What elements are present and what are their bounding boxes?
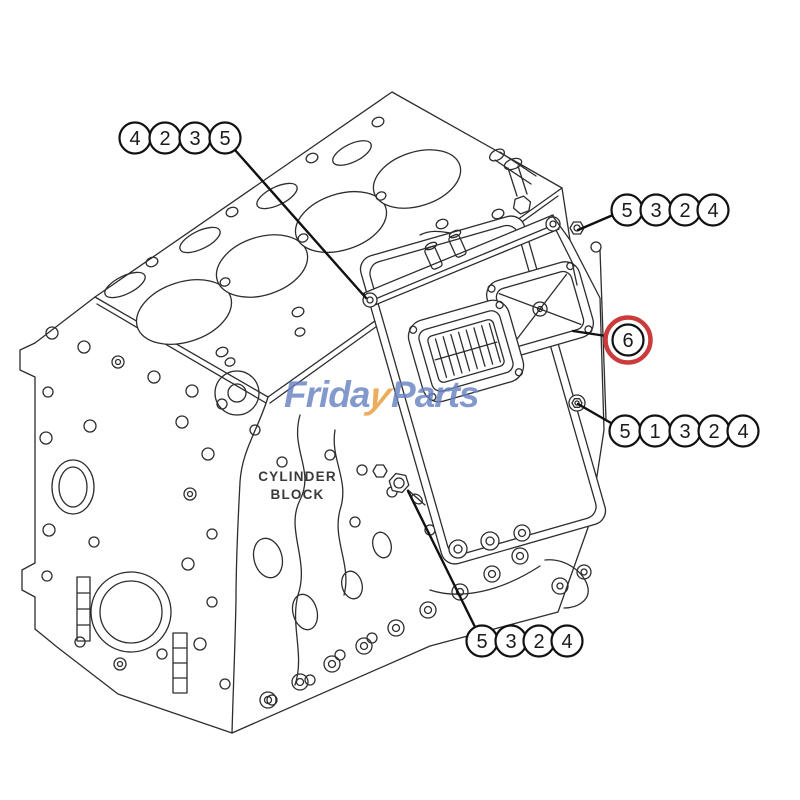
svg-text:5: 5 bbox=[219, 128, 230, 150]
callout-mid-right-4: 2 bbox=[697, 414, 731, 448]
callouts: 4 2 3 5 5 3 bbox=[118, 121, 760, 658]
ecm-module bbox=[359, 157, 607, 565]
leader-lines bbox=[233, 148, 615, 629]
leader-bottom bbox=[406, 489, 477, 629]
part-label-line1: CYLINDER bbox=[258, 469, 337, 484]
part-label-line2: BLOCK bbox=[270, 487, 325, 502]
lower-mount-bolt bbox=[568, 394, 586, 412]
callout-mid-right-2: 1 bbox=[638, 414, 672, 448]
svg-text:2: 2 bbox=[708, 421, 719, 443]
callout-top-left-3: 3 bbox=[178, 121, 212, 155]
svg-text:3: 3 bbox=[505, 631, 516, 653]
callout-bottom-1: 5 bbox=[465, 624, 499, 658]
rail-hex-sensor bbox=[503, 157, 532, 215]
callout-top-left-2: 2 bbox=[148, 121, 182, 155]
bottom-banjo-fitting bbox=[372, 464, 426, 506]
leader-top-left bbox=[233, 148, 368, 300]
callout-mid-right-5: 4 bbox=[726, 414, 760, 448]
svg-text:4: 4 bbox=[561, 631, 572, 653]
svg-text:4: 4 bbox=[737, 421, 748, 443]
callout-bottom-4: 4 bbox=[550, 624, 584, 658]
ecm-cover-connector bbox=[407, 299, 525, 403]
callout-mid-right-3: 3 bbox=[668, 414, 702, 448]
callout-mid-right-1: 5 bbox=[608, 414, 642, 448]
svg-text:2: 2 bbox=[533, 631, 544, 653]
svg-text:1: 1 bbox=[649, 421, 660, 443]
highlight-ring bbox=[603, 315, 653, 365]
leader-top-right bbox=[576, 213, 615, 232]
leader-highlight-6 bbox=[571, 329, 608, 338]
coolant-slots bbox=[104, 140, 372, 299]
callout-top-right-3: 2 bbox=[668, 193, 702, 227]
svg-text:6: 6 bbox=[622, 330, 633, 352]
part-label-cylinder-block: CYLINDER BLOCK bbox=[240, 468, 355, 504]
svg-text:3: 3 bbox=[679, 421, 690, 443]
callout-top-right-1: 5 bbox=[610, 193, 644, 227]
callout-bottom-3: 2 bbox=[522, 624, 556, 658]
svg-text:3: 3 bbox=[189, 128, 200, 150]
svg-text:4: 4 bbox=[707, 200, 718, 222]
left-face-details bbox=[39, 326, 231, 694]
svg-text:5: 5 bbox=[476, 631, 487, 653]
callout-top-left-4: 5 bbox=[208, 121, 242, 155]
callout-top-right-2: 3 bbox=[639, 193, 673, 227]
callout-top-left-1: 4 bbox=[118, 121, 152, 155]
svg-text:5: 5 bbox=[619, 421, 630, 443]
cylinder-bores bbox=[135, 149, 462, 345]
face-divider-edge bbox=[231, 396, 269, 734]
svg-text:4: 4 bbox=[129, 128, 140, 150]
dipstick-tube bbox=[488, 148, 537, 185]
callout-bottom-2: 3 bbox=[494, 624, 528, 658]
callout-highlighted-6: 6 bbox=[603, 315, 653, 365]
rail-left-boss bbox=[362, 292, 378, 308]
rail-bracket bbox=[551, 214, 578, 286]
svg-text:2: 2 bbox=[679, 200, 690, 222]
deck-front-left-edge bbox=[94, 296, 269, 398]
engine-line-art bbox=[19, 91, 607, 734]
callout-top-right-4: 4 bbox=[696, 193, 730, 227]
svg-text:2: 2 bbox=[159, 128, 170, 150]
svg-text:5: 5 bbox=[621, 200, 632, 222]
svg-text:3: 3 bbox=[650, 200, 661, 222]
rail-pins bbox=[424, 229, 467, 270]
leader-mid-right bbox=[576, 402, 613, 425]
